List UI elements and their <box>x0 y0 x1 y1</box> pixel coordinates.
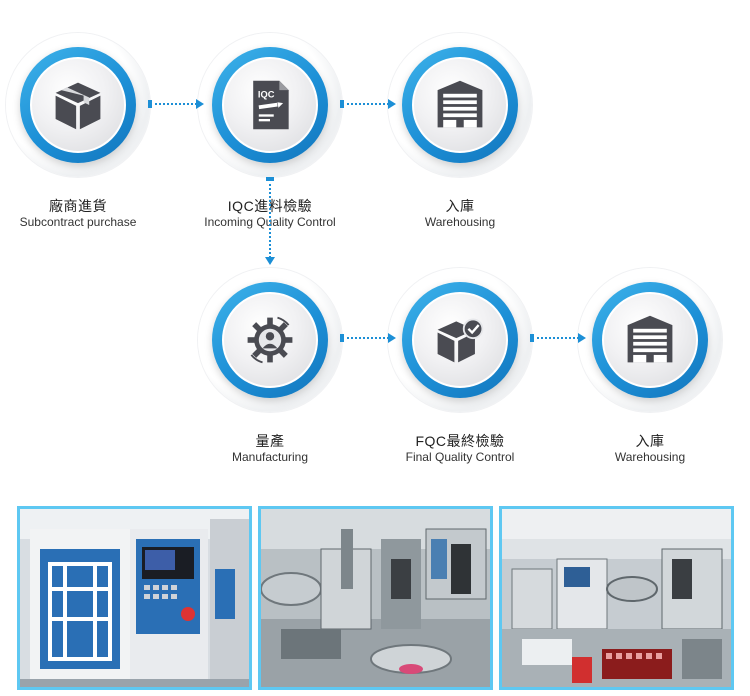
step-title-zh: 入庫 <box>360 198 560 215</box>
step-node-warehousing-2 <box>592 282 708 398</box>
step-title-en: Warehousing <box>550 450 750 465</box>
step-title-en: Manufacturing <box>170 450 370 465</box>
svg-text:IQC: IQC <box>258 90 275 100</box>
gear-worker-icon <box>242 312 298 368</box>
step-node-manufacturing <box>212 282 328 398</box>
step-label-fqc: FQC最終檢驗 Final Quality Control <box>360 433 560 465</box>
step-title-en: Final Quality Control <box>360 450 560 465</box>
box-check-icon <box>432 312 488 368</box>
step-title-en: Warehousing <box>360 215 560 230</box>
step-node-purchase <box>20 47 136 163</box>
step-node-warehousing-1 <box>402 47 518 163</box>
assembly-machine-photo <box>258 506 493 690</box>
arrow-right-2 <box>340 98 398 110</box>
production-line-photo <box>499 506 734 690</box>
step-node-iqc: IQC <box>212 47 328 163</box>
step-label-warehousing-1: 入庫 Warehousing <box>360 198 560 230</box>
arrow-right-1 <box>148 98 206 110</box>
arrow-right-3 <box>340 332 398 344</box>
iqc-document-icon: IQC <box>242 77 298 133</box>
step-label-purchase: 廠商進貨 Subcontract purchase <box>0 198 178 230</box>
step-title-zh: 入庫 <box>550 433 750 450</box>
step-title-zh: 廠商進貨 <box>0 198 178 215</box>
step-label-warehousing-2: 入庫 Warehousing <box>550 433 750 465</box>
arrow-down <box>264 177 276 267</box>
step-title-zh: 量產 <box>170 433 370 450</box>
step-title-zh: FQC最終檢驗 <box>360 433 560 450</box>
arrow-right-4 <box>530 332 588 344</box>
step-label-manufacturing: 量產 Manufacturing <box>170 433 370 465</box>
cnc-machine-photo <box>17 506 252 690</box>
warehouse-icon <box>622 312 678 368</box>
step-node-fqc <box>402 282 518 398</box>
warehouse-icon <box>432 77 488 133</box>
box-icon <box>50 77 106 133</box>
step-title-en: Subcontract purchase <box>0 215 178 230</box>
